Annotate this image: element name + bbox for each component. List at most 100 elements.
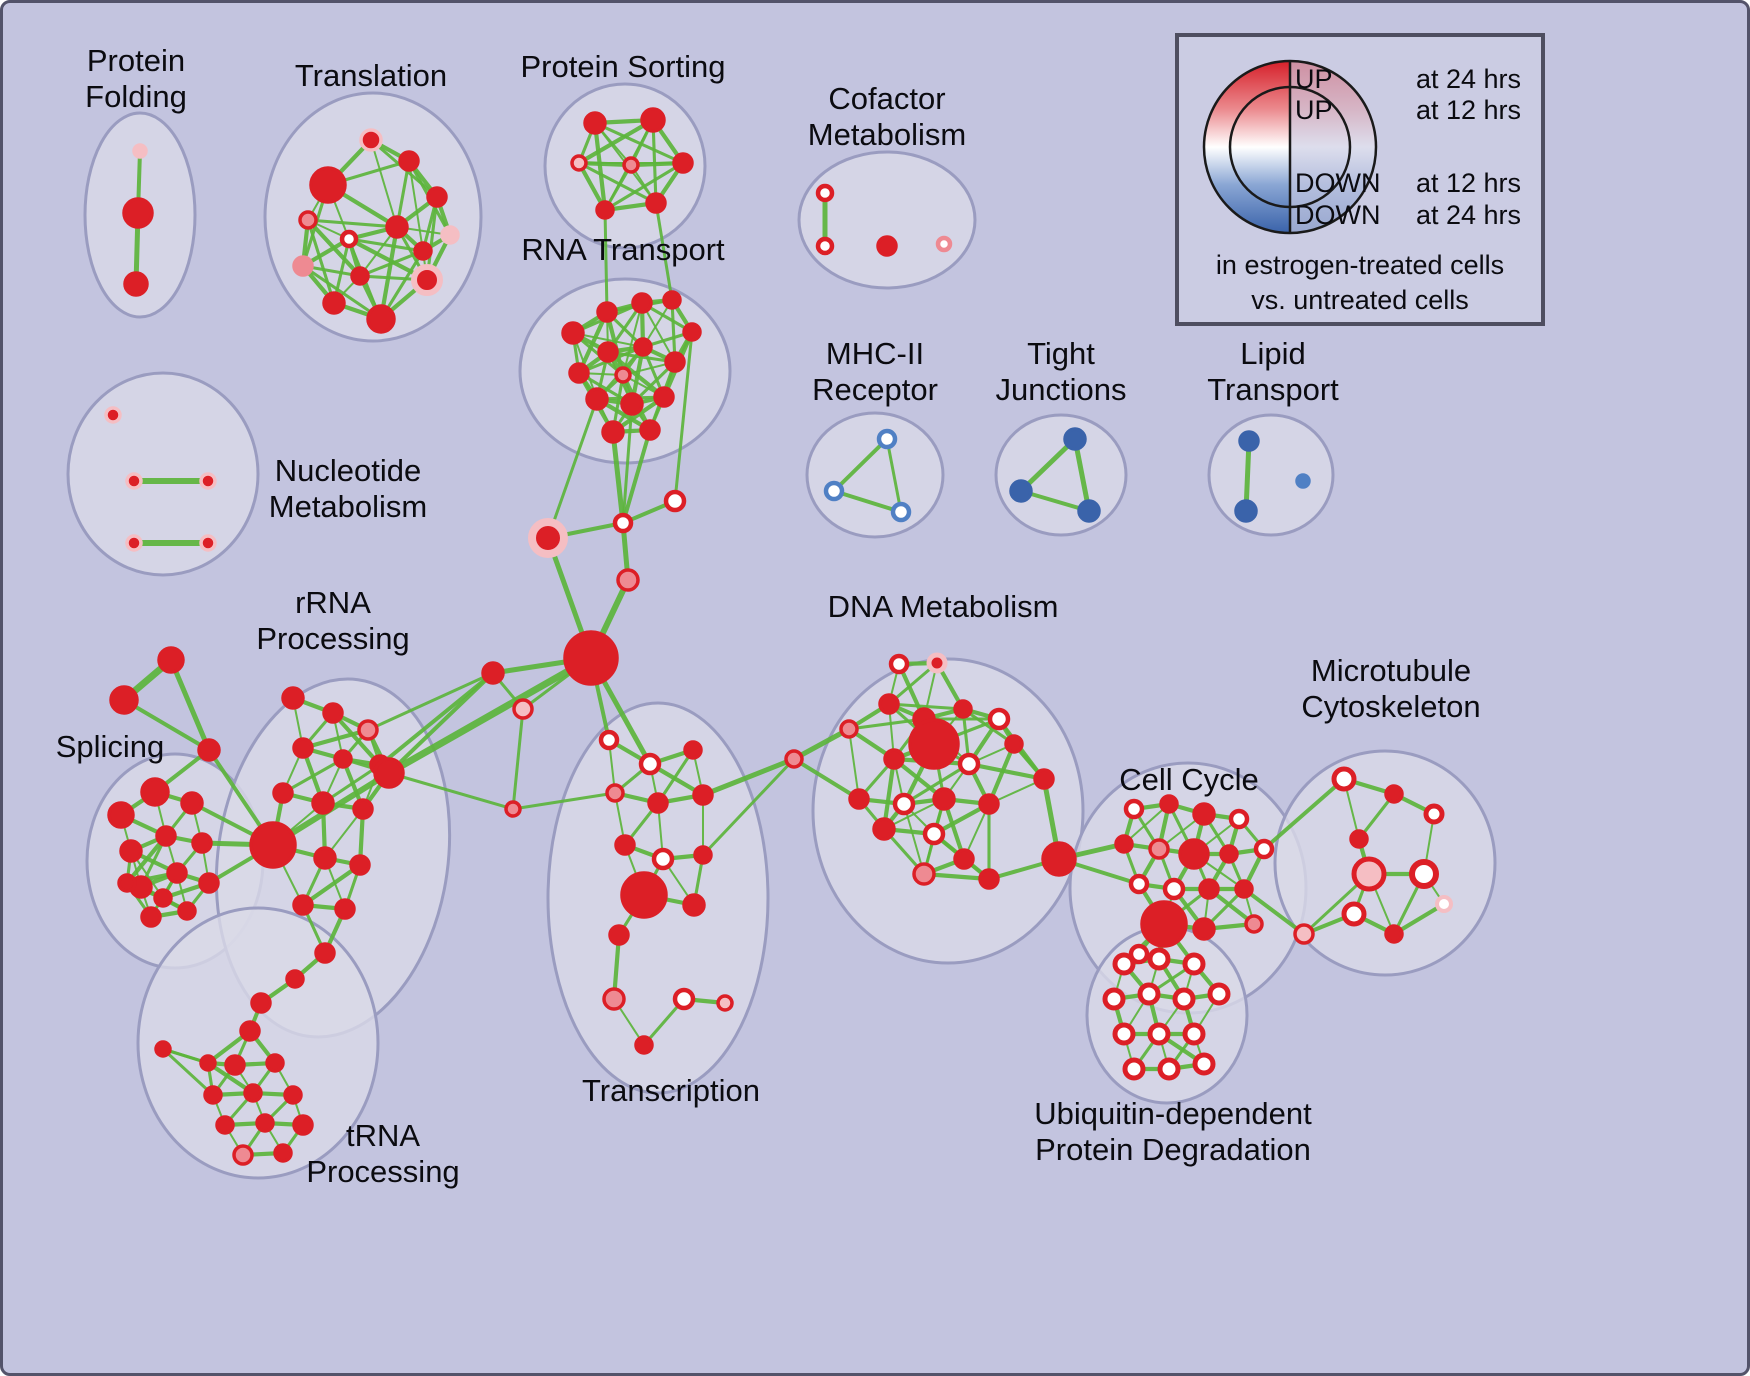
network-node (620, 392, 644, 416)
network-node (596, 301, 618, 323)
network-node (1219, 844, 1239, 864)
network-node (645, 192, 667, 214)
network-node (1112, 1022, 1136, 1046)
network-node (155, 825, 177, 847)
cluster-ellipse-lipid-transport (1207, 413, 1335, 537)
network-node (1063, 427, 1087, 451)
network-edge (281, 757, 345, 795)
network-node (1178, 838, 1210, 870)
network-edge (511, 707, 525, 811)
network-node (314, 942, 336, 964)
network-node (987, 707, 1011, 731)
network-edge (832, 437, 889, 493)
legend-up-24-label: UP (1295, 64, 1333, 94)
network-edge (1123, 803, 1170, 845)
network-node (561, 321, 585, 345)
network-node (249, 821, 297, 869)
network-node (1331, 766, 1357, 792)
network-node (608, 924, 630, 946)
network-node (109, 685, 139, 715)
network-node (631, 292, 653, 314)
network-node (612, 512, 634, 534)
network-node (255, 1113, 275, 1133)
network-node (876, 428, 898, 450)
network-node (890, 501, 912, 523)
network-edge (887, 702, 965, 711)
network-edge (847, 717, 926, 731)
network-node (953, 848, 975, 870)
network-node (595, 200, 615, 220)
network-node (232, 1144, 254, 1166)
network-node (153, 888, 173, 908)
network-edge (306, 218, 336, 305)
network-node (622, 156, 640, 174)
network-node (1349, 829, 1369, 849)
network-node (322, 702, 344, 724)
network-node (1123, 798, 1145, 820)
network-node (281, 686, 305, 710)
network-node (215, 1115, 235, 1135)
network-node (199, 472, 217, 490)
network-node (597, 341, 619, 363)
network-node (481, 661, 505, 685)
network-node (878, 693, 900, 715)
network-node (848, 788, 870, 810)
network-edge (576, 309, 610, 376)
network-node (272, 782, 294, 804)
network-node (359, 128, 383, 152)
network-node (125, 534, 143, 552)
network-node (283, 1085, 303, 1105)
network-edge (673, 330, 694, 503)
network-edge (966, 761, 1047, 782)
network-edge (168, 657, 212, 753)
network-node (1228, 808, 1250, 830)
network-node (191, 832, 213, 854)
legend-down-12-time: at 12 hrs (1415, 168, 1521, 198)
network-node (839, 719, 859, 739)
network-edge (1072, 436, 1092, 514)
network-node (605, 783, 625, 803)
network-node (107, 801, 135, 829)
network-edge (622, 302, 643, 376)
network-node (563, 630, 619, 686)
network-edge (1019, 489, 1091, 513)
network-node (385, 215, 409, 239)
network-node (815, 183, 835, 203)
network-edge (387, 671, 495, 775)
network-node (1041, 841, 1077, 877)
network-node (350, 266, 370, 286)
network-node (339, 229, 359, 249)
network-node (1162, 877, 1186, 901)
network-node (602, 987, 626, 1011)
network-edge (378, 224, 400, 322)
network-node (199, 534, 217, 552)
network-node (651, 847, 675, 871)
network-node (585, 387, 609, 411)
network-node (693, 845, 713, 865)
network-node (334, 898, 356, 920)
network-node (935, 235, 953, 253)
network-node (298, 210, 318, 230)
network-node (199, 1054, 217, 1072)
network-node (292, 894, 314, 916)
network-node (309, 166, 347, 204)
network-edge (593, 121, 685, 165)
network-node (682, 893, 706, 917)
network-node (1128, 943, 1150, 965)
network-node (104, 406, 122, 424)
network-node (311, 791, 335, 815)
network-node (154, 1040, 172, 1058)
network-node (1159, 794, 1179, 814)
network-node (883, 748, 905, 770)
network-node (373, 757, 405, 789)
network-node (239, 1020, 261, 1042)
legend-color-scale-icon (1202, 59, 1378, 235)
network-edge (621, 402, 634, 525)
legend-up-12-label: UP (1295, 95, 1333, 125)
network-edge (366, 671, 495, 732)
network-node (1384, 924, 1404, 944)
network-node (616, 568, 640, 592)
network-edge (610, 429, 626, 526)
network-node (639, 419, 661, 441)
network-node (250, 992, 272, 1014)
